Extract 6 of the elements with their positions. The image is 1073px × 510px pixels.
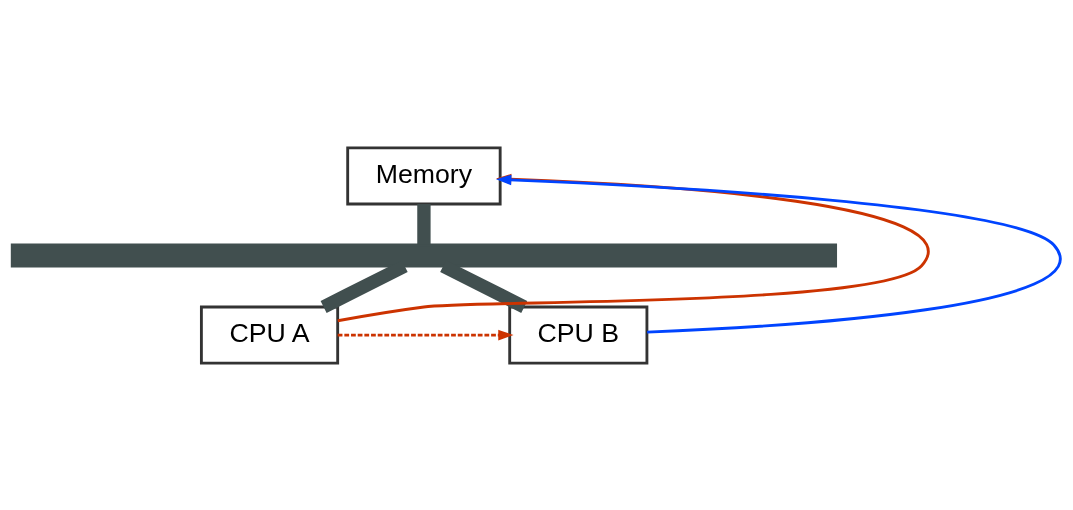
node-bar — [10, 243, 838, 267]
arrow — [337, 329, 514, 340]
connector — [417, 203, 431, 245]
node-box: Memory — [346, 145, 502, 205]
node-box: CPU B — [508, 305, 649, 365]
node-box: CPU A — [199, 305, 340, 365]
